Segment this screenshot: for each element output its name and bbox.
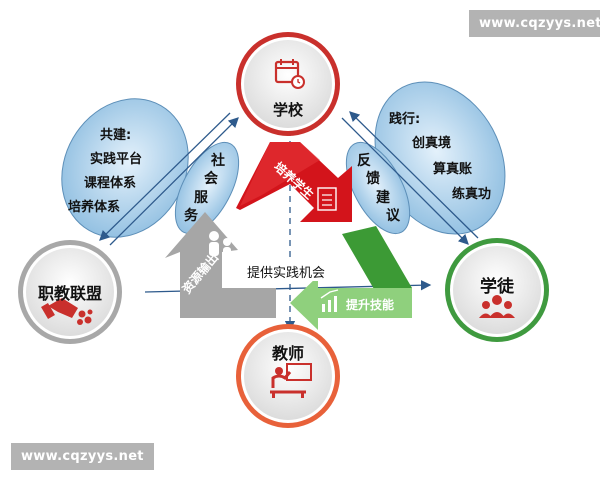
practice-opportunity-label: 提供实践机会 (245, 262, 328, 281)
gray-arrow-shape (165, 212, 276, 318)
line-school-to-apprentice (341, 117, 469, 245)
left-bubble-item: 课程体系 (84, 176, 137, 191)
right-bubble-item: 创真境 (412, 136, 452, 151)
school-node[interactable] (236, 32, 340, 136)
family-icon (209, 231, 231, 257)
feedback-char: 馈 (366, 171, 380, 187)
group-people-icon (479, 295, 515, 318)
light-green-arrow-shape (290, 276, 412, 330)
hand-coins-icon (41, 298, 93, 325)
feedback-char: 建 (376, 190, 390, 206)
red-arrow-highlight (240, 142, 320, 206)
social-service-char: 社 (211, 153, 225, 169)
alliance-node[interactable] (18, 240, 122, 344)
alliance-label: 职教联盟 (37, 284, 102, 303)
improve-skills-label: 提升技能 (346, 298, 395, 312)
line-alliance-to-school (109, 117, 239, 246)
apprentice-label: 学徒 (480, 277, 514, 297)
watermark-top: www.cqzyys.net (469, 10, 600, 37)
social-service-char: 服 (194, 190, 208, 206)
growth-chart-icon (320, 289, 339, 312)
line-school-to-alliance (99, 112, 231, 241)
left-bubble-item: 实践平台 (90, 152, 143, 167)
green-arrow-shape (342, 226, 412, 296)
teacher-node[interactable] (236, 324, 340, 428)
school-label: 学校 (272, 101, 303, 119)
social-service-bubble (174, 141, 240, 235)
right-bubble-item: 算真账 (433, 162, 473, 177)
document-icon (317, 187, 337, 211)
right-bubble-item: 练真功 (452, 187, 492, 202)
right-bubble-title: 践行: (389, 112, 421, 127)
left-bubble-item: 培养体系 (68, 200, 121, 215)
feedback-bubble (345, 141, 411, 235)
teacher-board-icon (270, 363, 312, 398)
social-service-char: 务 (184, 208, 198, 224)
apprentice-node[interactable] (445, 238, 549, 342)
teacher-label: 教师 (271, 344, 304, 363)
watermark-bottom: www.cqzyys.net (11, 443, 154, 470)
calendar-clock-icon (274, 59, 305, 89)
feedback-char: 议 (386, 208, 400, 224)
left-bubble-title: 共建: (100, 128, 132, 143)
line-apprentice-to-school (349, 111, 479, 239)
social-service-char: 会 (204, 171, 218, 187)
feedback-char: 反 (357, 153, 371, 169)
